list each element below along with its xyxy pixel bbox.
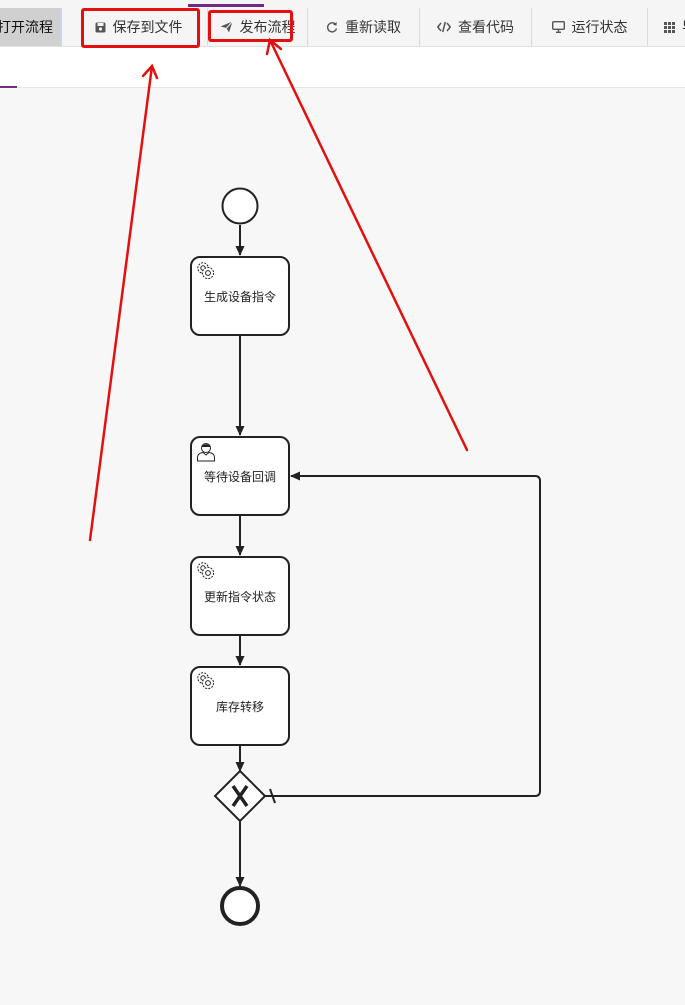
bpmn-canvas[interactable] — [0, 88, 685, 1005]
open-process-label: 打开流程 — [0, 20, 53, 36]
task-inventory-transfer[interactable]: 库存转移 — [190, 666, 290, 746]
publish-process-button[interactable]: 发布流程 — [208, 8, 308, 46]
open-process-button[interactable]: 打开流程 — [0, 8, 62, 46]
toolbar: 打开流程 保存到文件 发布流程 重新读取 查看代码 运行状态 导 — [0, 0, 685, 47]
task-update-command-status[interactable]: 更新指令状态 — [190, 556, 290, 636]
reload-button[interactable]: 重新读取 — [308, 8, 420, 46]
run-status-label: 运行状态 — [571, 20, 628, 36]
monitor-icon — [551, 21, 565, 33]
task-wait-device-callback[interactable]: 等待设备回调 — [190, 436, 290, 516]
publish-process-label: 发布流程 — [239, 20, 296, 36]
tab-indicator — [0, 86, 17, 88]
tab-strip — [0, 47, 685, 88]
task-label: 等待设备回调 — [203, 469, 276, 484]
gear-icon — [195, 560, 217, 582]
code-icon — [437, 21, 451, 33]
send-icon — [220, 21, 233, 33]
grid-icon — [664, 21, 675, 33]
gear-icon — [195, 260, 217, 282]
active-tab-indicator — [188, 4, 264, 7]
floppy-icon — [95, 22, 106, 33]
view-code-button[interactable]: 查看代码 — [420, 8, 532, 46]
export-label: 导 — [682, 17, 685, 37]
view-code-label: 查看代码 — [458, 20, 514, 36]
run-status-button[interactable]: 运行状态 — [532, 8, 648, 46]
task-generate-device-command[interactable]: 生成设备指令 — [190, 256, 290, 336]
reload-label: 重新读取 — [345, 20, 401, 36]
export-button[interactable]: 导 — [648, 8, 685, 46]
refresh-icon — [326, 21, 338, 33]
user-icon — [195, 440, 217, 462]
task-label: 生成设备指令 — [203, 289, 276, 304]
task-label: 更新指令状态 — [203, 589, 276, 604]
save-to-file-label: 保存到文件 — [112, 20, 183, 36]
save-to-file-button[interactable]: 保存到文件 — [70, 8, 208, 46]
task-label: 库存转移 — [215, 699, 264, 714]
gear-icon — [195, 670, 217, 692]
